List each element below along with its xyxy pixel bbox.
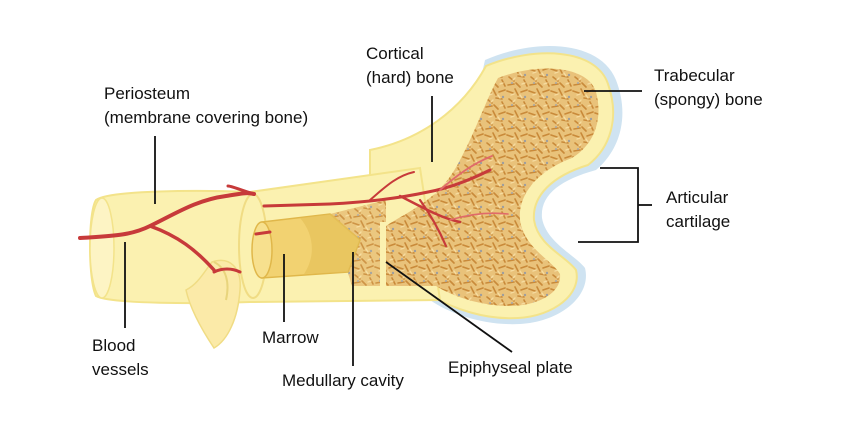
periosteum-label: Periosteum (membrane covering bone) (104, 82, 308, 130)
periosteum-label-line2: (membrane covering bone) (104, 108, 309, 127)
marrow-label-line1: Marrow (262, 328, 319, 347)
blood-vessels-illustration (78, 155, 509, 274)
cortical-label-line1: Cortical (366, 44, 424, 63)
articular-bracket (578, 167, 639, 243)
epiphyseal-plate-leader (385, 261, 513, 353)
epiphyseal-plate-label: Epiphyseal plate (448, 356, 573, 380)
cortical-bone-label: Cortical (hard) bone (366, 42, 454, 90)
blood-vessels-label-line2: vessels (92, 360, 149, 379)
leader-lines (124, 90, 652, 366)
articular-cartilage-label: Articular cartilage (666, 186, 730, 234)
articular-label-line1: Articular (666, 188, 729, 207)
medullary-cavity-shading (300, 214, 360, 274)
articular-label-line2: cartilage (666, 212, 731, 231)
periosteum-end (89, 197, 115, 299)
medullary-cavity-label: Medullary cavity (282, 369, 404, 393)
marrow-label: Marrow (262, 326, 319, 350)
medullary-cavity-label-line1: Medullary cavity (282, 371, 404, 390)
blood-vessels-label-line1: Blood (92, 336, 136, 355)
epiphyseal-plate-label-line1: Epiphyseal plate (448, 358, 573, 377)
trabecular-label-line1: Trabecular (654, 66, 735, 85)
periosteum-flap-shadow (213, 261, 229, 301)
epiphyseal-plate-line (380, 222, 386, 288)
cortical-label-line2: (hard) bone (366, 68, 454, 87)
trabecular-bone-area (386, 68, 599, 306)
periosteum-label-line1: Periosteum (104, 84, 190, 103)
trabecular-label-line2: (spongy) bone (654, 90, 763, 109)
marrow-end (251, 221, 273, 279)
trabecular-bone-label: Trabecular (spongy) bone (654, 64, 763, 112)
blood-vessels-label: Blood vessels (92, 334, 149, 382)
